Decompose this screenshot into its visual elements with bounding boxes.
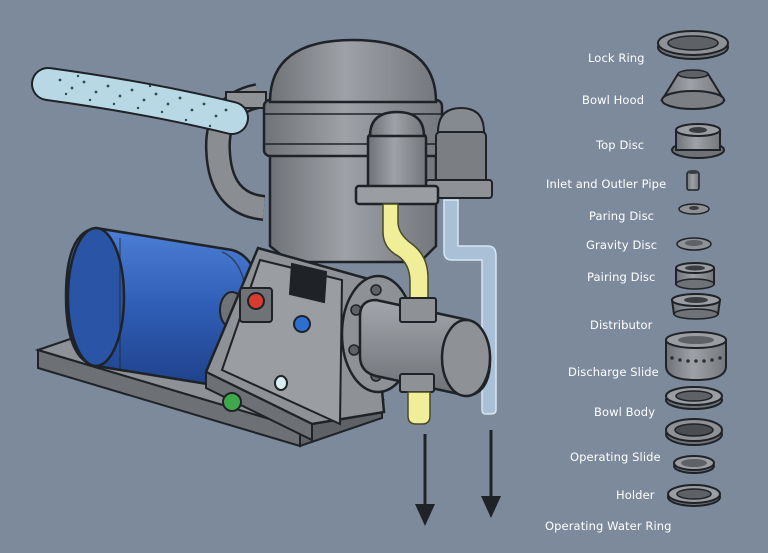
label-paring-disc: Paring Disc <box>589 209 655 223</box>
red-button[interactable] <box>247 292 265 310</box>
label-inlet-outlet-pipe: Inlet and Outler Pipe <box>546 177 667 191</box>
inlet-cap <box>354 110 440 206</box>
label-top-disc: Top Disc <box>596 138 645 152</box>
pump-cylinder <box>358 297 492 398</box>
label-holder: Holder <box>616 488 655 502</box>
part-lock-ring <box>657 30 729 60</box>
label-distributor: Distributor <box>590 318 653 332</box>
label-operating-water-ring: Operating Water Ring <box>545 519 672 533</box>
label-operating-slide: Operating Slide <box>570 450 661 464</box>
label-gravity-disc: Gravity Disc <box>586 238 658 252</box>
inlet-outflow-pipe <box>407 391 431 425</box>
part-discharge-slide <box>665 331 727 382</box>
part-paring-disc <box>678 203 710 215</box>
label-lock-ring: Lock Ring <box>588 51 645 65</box>
blue-button[interactable] <box>293 315 311 333</box>
part-pairing-disc <box>675 262 715 290</box>
down-arrow-left <box>415 434 435 526</box>
part-operating-water-ring <box>667 484 721 507</box>
feed-hose <box>31 67 249 135</box>
part-bowl-body <box>665 386 723 410</box>
display-screen <box>288 262 328 304</box>
part-gravity-disc <box>676 237 712 251</box>
part-operating-slide <box>665 418 723 446</box>
part-distributor <box>670 293 722 320</box>
indicator-light <box>274 375 288 391</box>
outlet-cap <box>425 106 493 199</box>
green-button[interactable] <box>222 392 242 412</box>
label-bowl-hood: Bowl Hood <box>582 93 645 107</box>
part-holder <box>673 455 715 474</box>
part-top-disc <box>671 123 725 159</box>
down-arrow-right <box>481 430 501 518</box>
label-discharge-slide: Discharge Slide <box>568 365 659 379</box>
part-bowl-hood <box>660 69 726 110</box>
label-pairing-disc: Pairing Disc <box>587 270 656 284</box>
motor <box>64 226 264 390</box>
part-inlet-outlet-pipe <box>686 170 700 191</box>
label-bowl-body: Bowl Body <box>594 405 656 419</box>
